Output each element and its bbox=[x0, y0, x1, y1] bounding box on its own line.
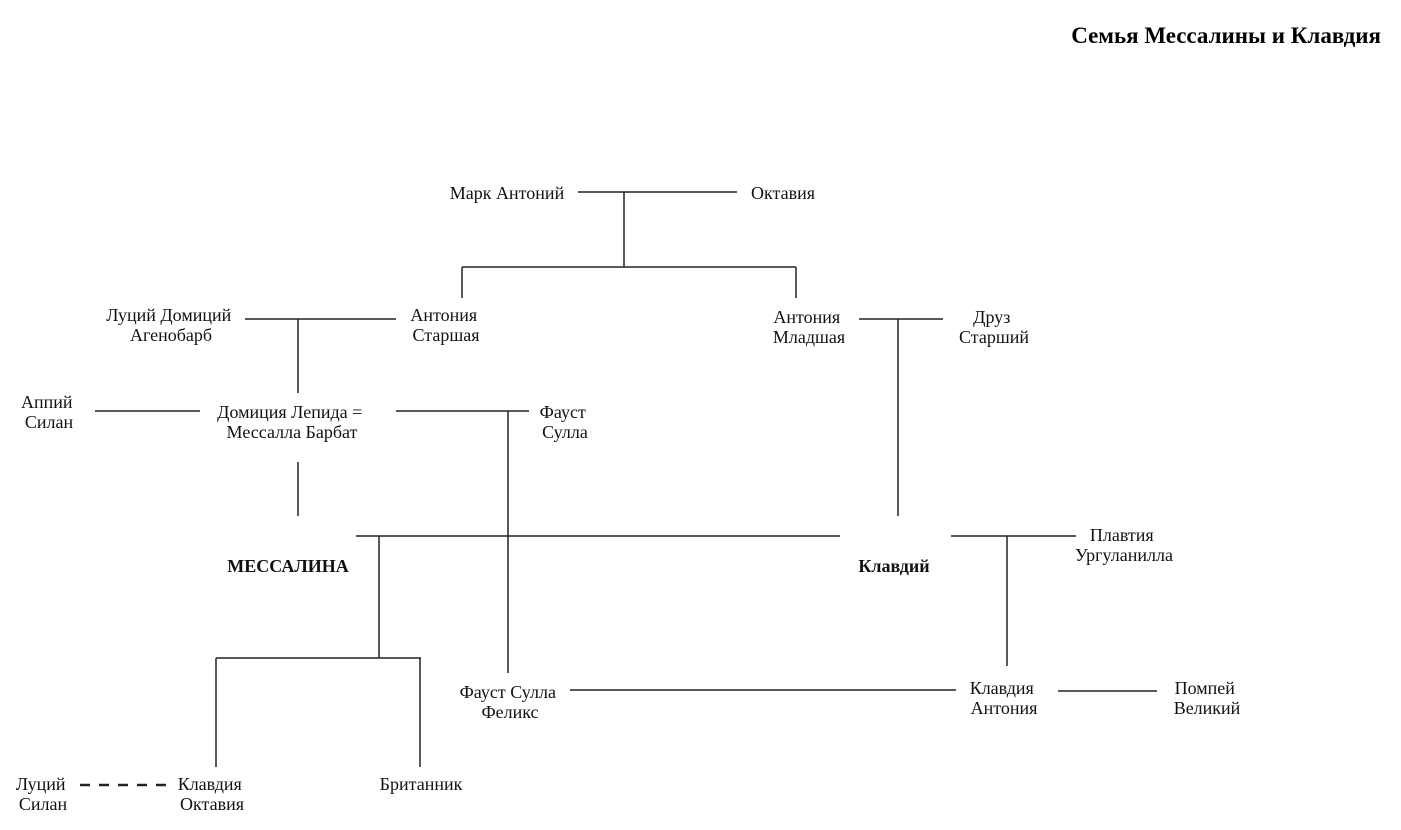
person-drusus-elder: Друз Старший bbox=[959, 307, 1029, 347]
person-lucius-silanus: Луций Силан bbox=[16, 774, 70, 814]
person-octavia: Октавия bbox=[751, 183, 815, 203]
person-claudia-antonia: Клавдия Антония bbox=[970, 678, 1039, 718]
diagram-title: Семья Мессалины и Клавдия bbox=[1071, 23, 1381, 48]
person-messalina: МЕССАЛИНА bbox=[227, 556, 349, 576]
person-lucius-domitius-ahenobarbus: Луций Домиций Агенобарб bbox=[106, 305, 236, 345]
people: Марк Антоний Октавия Луций Домиций Агено… bbox=[16, 183, 1241, 814]
person-plautia-urgulanilla: Плавтия Ургуланилла bbox=[1075, 525, 1173, 565]
person-mark-antony: Марк Антоний bbox=[450, 183, 565, 203]
person-domitia-lepida-messalla-barbatus: Домиция Лепида = Мессалла Барбат bbox=[217, 402, 367, 442]
person-claudius: Клавдий bbox=[858, 556, 929, 576]
person-faustus-sulla: Фауст Сулла bbox=[540, 402, 591, 442]
person-britannicus: Британник bbox=[380, 774, 463, 794]
person-antonia-minor: Антония Младшая bbox=[773, 307, 845, 347]
connectors bbox=[80, 191, 1157, 787]
person-antonia-major: Антония Старшая bbox=[410, 305, 481, 345]
person-appius-silanus: Аппий Силан bbox=[21, 392, 77, 432]
person-pompeius-magnus: Помпей Великий bbox=[1174, 678, 1241, 718]
person-claudia-octavia: Клавдия Октавия bbox=[178, 774, 247, 814]
person-faustus-sulla-felix: Фауст Сулла Феликс bbox=[460, 682, 561, 722]
